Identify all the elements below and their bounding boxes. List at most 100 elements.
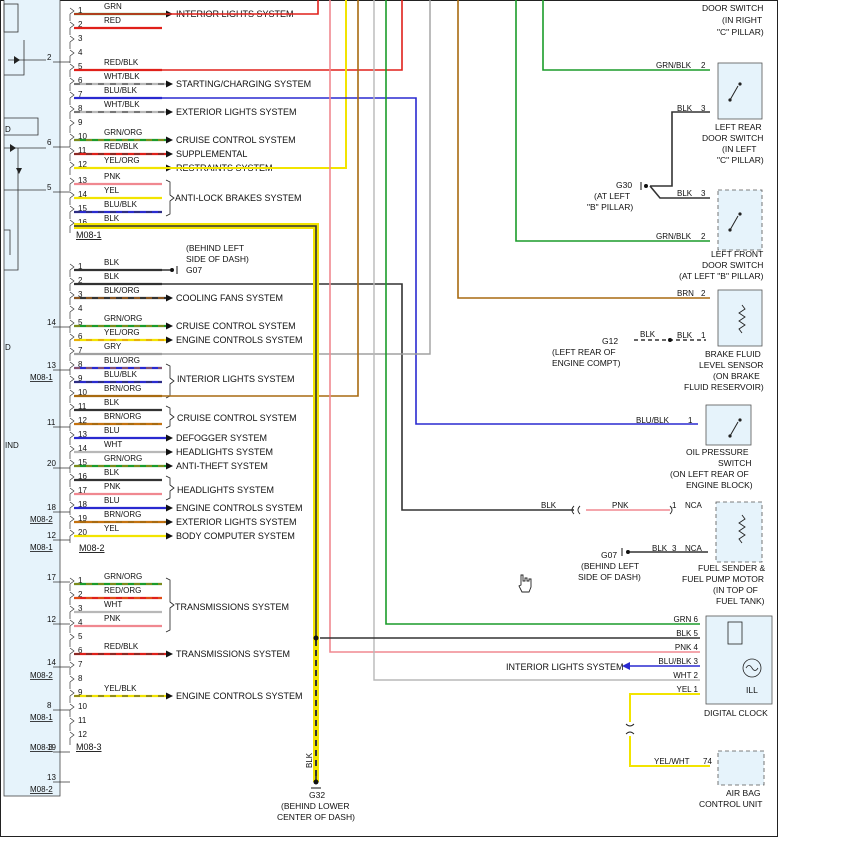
diagram-frame xyxy=(0,0,778,837)
ladder-tick xyxy=(69,161,75,169)
pin-number-m081-8: 8 xyxy=(78,104,83,113)
route-wht-clock xyxy=(373,0,700,681)
route-yel-1 xyxy=(74,0,347,169)
ladder-tick xyxy=(69,291,75,299)
svg-text:(AT LEFT: (AT LEFT xyxy=(594,191,630,201)
pin-number-m082-13: 13 xyxy=(78,430,87,439)
pin-number-m082-11: 11 xyxy=(78,402,87,411)
air-bag-control-unit: YEL/WHT 74 AIR BAG CONTROL UNIT xyxy=(654,750,765,809)
svg-text:BLK: BLK xyxy=(541,501,557,510)
ladder-tick xyxy=(69,177,75,185)
ladder-tick xyxy=(69,591,75,599)
pin-number-m082-9: 9 xyxy=(78,374,83,383)
ground-dot xyxy=(644,184,648,188)
svg-text:(ON BRAKE: (ON BRAKE xyxy=(713,371,760,381)
pin-number-m083-1: 1 xyxy=(78,576,83,585)
wire-color-label: GRN xyxy=(104,2,122,11)
wire-color-label: WHT/BLK xyxy=(104,100,140,109)
ladder-tick xyxy=(69,417,75,425)
svg-text:2: 2 xyxy=(701,289,706,298)
svg-text:INTERIOR LIGHTS SYSTEM: INTERIOR LIGHTS SYSTEM xyxy=(506,662,624,672)
svg-text:ILL: ILL xyxy=(746,685,758,695)
left-module-label: D xyxy=(5,343,11,352)
svg-text:(IN LEFT: (IN LEFT xyxy=(722,144,756,154)
svg-text:NCA: NCA xyxy=(685,501,703,510)
diode-icon xyxy=(14,56,20,64)
svg-text:74: 74 xyxy=(703,757,712,766)
wire-color-label: BLK xyxy=(104,258,120,267)
svg-text:"C" PILLAR): "C" PILLAR) xyxy=(717,155,764,165)
switch-terminal-icon xyxy=(728,98,732,102)
bracket xyxy=(165,405,175,429)
pin-number-m081-3: 3 xyxy=(78,34,83,43)
svg-text:BLK: BLK xyxy=(305,752,314,768)
arrow-icon xyxy=(622,662,630,670)
ladder-tick xyxy=(69,205,75,213)
left-module-pin: 8 xyxy=(47,701,52,710)
lamp-icon xyxy=(742,658,762,678)
wire-color-label: GRN/ORG xyxy=(104,314,142,323)
ladder-tick xyxy=(69,675,75,683)
svg-text:BLK: BLK xyxy=(677,189,693,198)
brake-fluid-sensor: BRN 2 BLK 1 BLK BRAKE FLUID LEVEL SENSOR… xyxy=(640,289,764,392)
route-gry xyxy=(74,0,431,355)
bracket xyxy=(165,577,175,633)
svg-text:BLK: BLK xyxy=(640,330,656,339)
connector-break-icon xyxy=(669,505,673,515)
clock-wire-2: BLK 5 xyxy=(676,629,698,638)
pin-number-m082-7: 7 xyxy=(78,346,83,355)
svg-text:G32: G32 xyxy=(309,790,325,800)
ladder-tick xyxy=(69,49,75,57)
pin-number-m083-2: 2 xyxy=(78,590,83,599)
pin-number-m081-13: 13 xyxy=(78,176,87,185)
arrow-icon xyxy=(166,692,173,700)
routing-wires xyxy=(74,0,710,789)
ladder-tick xyxy=(69,577,75,585)
arrow-icon xyxy=(166,518,173,526)
pin-number-m082-1: 1 xyxy=(78,262,83,271)
pin-number-m082-10: 10 xyxy=(78,388,87,397)
pin-number-m082-3: 3 xyxy=(78,290,83,299)
pin-number-m081-1: 1 xyxy=(78,6,83,15)
wire-color-label: BLU/ORG xyxy=(104,356,140,365)
svg-text:DOOR SWITCH: DOOR SWITCH xyxy=(702,133,763,143)
diode-icon xyxy=(16,168,22,174)
ladder-tick xyxy=(69,77,75,85)
bracket xyxy=(165,475,175,501)
mouse-cursor-icon xyxy=(518,574,532,593)
pin-number-m083-5: 5 xyxy=(78,632,83,641)
arrow-icon xyxy=(166,434,173,442)
arrow-icon xyxy=(166,322,173,330)
oil-pressure-switch: BLU/BLK 1 OIL PRESSURE SWITCH (ON LEFT R… xyxy=(636,404,753,490)
route-red-2 xyxy=(74,0,403,71)
route-grn-rr xyxy=(542,0,710,71)
ladder-tick xyxy=(69,305,75,313)
route-pnk-clock xyxy=(329,0,700,653)
svg-text:SIDE OF DASH): SIDE OF DASH) xyxy=(186,254,249,264)
svg-text:BLK: BLK xyxy=(652,544,668,553)
svg-text:FUEL SENDER &: FUEL SENDER & xyxy=(698,563,766,573)
svg-text:LEVEL SENSOR: LEVEL SENSOR xyxy=(699,360,763,370)
ladder-tick xyxy=(69,119,75,127)
digital-clock: DIGITAL CLOCK ILL INTERIOR LIGHTS SYSTEM xyxy=(506,615,773,718)
svg-text:2: 2 xyxy=(701,232,706,241)
clock-wire-4: BLU/BLK 3 xyxy=(658,657,698,666)
ladder-tick xyxy=(69,21,75,29)
ladder-tick xyxy=(69,605,75,613)
wire-color-label: RED/ORG xyxy=(104,586,141,595)
svg-text:BLK: BLK xyxy=(677,331,693,340)
svg-text:GRN/BLK: GRN/BLK xyxy=(656,61,692,70)
switch-terminal-icon xyxy=(728,434,732,438)
svg-text:BLU/BLK: BLU/BLK xyxy=(636,416,670,425)
ladder-tick xyxy=(69,263,75,271)
pin-number-m082-18: 18 xyxy=(78,500,87,509)
wire-color-label: BLU/BLK xyxy=(104,200,138,209)
route-blk-lf xyxy=(649,185,710,199)
pin-number-m081-16: 16 xyxy=(78,218,87,227)
right-rear-door-switch: DOOR SWITCH (IN RIGHT "C" PILLAR) GRN/BL… xyxy=(656,3,764,70)
left-module-pin: 19 xyxy=(47,743,56,752)
pin-number-m083-11: 11 xyxy=(78,716,87,725)
ladder-tick xyxy=(69,459,75,467)
ladder-tick xyxy=(69,133,75,141)
